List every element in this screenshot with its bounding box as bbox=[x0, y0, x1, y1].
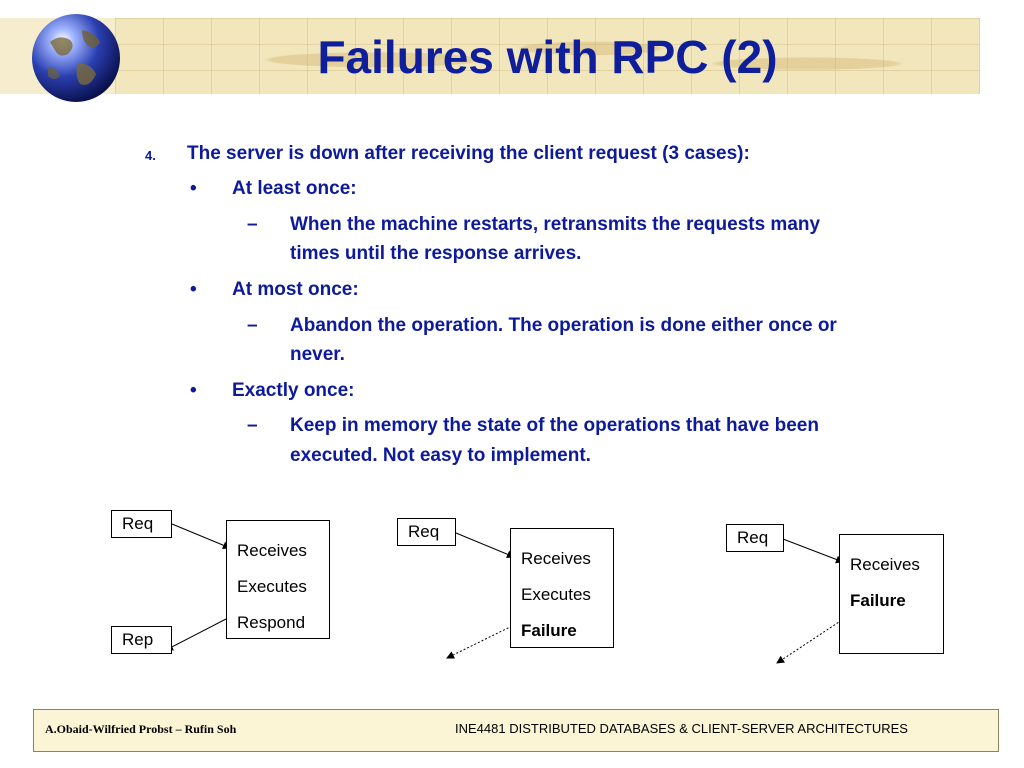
case-detail-line: Keep in memory the state of the operatio… bbox=[290, 415, 819, 436]
request-arrow bbox=[171, 523, 231, 550]
server-step: Receives bbox=[237, 541, 307, 560]
dash-marker: – bbox=[247, 415, 258, 436]
server-failure-step: Failure bbox=[521, 621, 577, 640]
dash-marker: – bbox=[247, 214, 258, 235]
server-box: Receives Executes Failure bbox=[510, 528, 614, 648]
server-box: Receives Executes Respond bbox=[226, 520, 330, 639]
request-arrow bbox=[455, 532, 515, 559]
reply-label: Rep bbox=[122, 630, 154, 649]
lost-reply-arrow bbox=[446, 625, 513, 659]
request-label: Req bbox=[408, 522, 440, 541]
footer-course: INE4481 DISTRIBUTED DATABASES & CLIENT-S… bbox=[455, 721, 908, 736]
item-number: 4. bbox=[145, 148, 156, 163]
lost-reply-arrow bbox=[776, 617, 846, 664]
request-arrow bbox=[782, 538, 844, 564]
server-step: Executes bbox=[237, 577, 307, 596]
case-detail-line: executed. Not easy to implement. bbox=[290, 445, 591, 466]
server-box: Receives Failure bbox=[839, 534, 944, 654]
dash-marker: – bbox=[247, 315, 258, 336]
server-step: Respond bbox=[237, 613, 306, 632]
request-box: Req bbox=[397, 518, 456, 546]
globe-icon bbox=[32, 14, 120, 102]
server-step: Receives bbox=[521, 549, 591, 568]
item-text: The server is down after receiving the c… bbox=[187, 143, 750, 164]
case-label-exactly-once: Exactly once: bbox=[232, 380, 355, 401]
title-banner bbox=[115, 18, 980, 94]
reply-box: Rep bbox=[111, 626, 172, 654]
slide-title: Failures with RPC (2) bbox=[317, 31, 778, 83]
bullet-marker: • bbox=[190, 178, 197, 199]
request-box: Req bbox=[726, 524, 784, 552]
bullet-marker: • bbox=[190, 380, 197, 401]
slide-footer: A.Obaid-Wilfried Probst – Rufin Soh INE4… bbox=[33, 709, 999, 752]
case-detail-line: Abandon the operation. The operation is … bbox=[290, 315, 837, 336]
case-detail-line: times until the response arrives. bbox=[290, 243, 582, 264]
case-label-at-most-once: At most once: bbox=[232, 279, 359, 300]
server-failure-step: Failure bbox=[850, 591, 906, 610]
request-label: Req bbox=[122, 514, 154, 533]
reply-arrow bbox=[165, 618, 227, 651]
server-step: Executes bbox=[521, 585, 591, 604]
bullet-marker: • bbox=[190, 279, 197, 300]
case-detail-line: never. bbox=[290, 344, 345, 365]
server-step: Receives bbox=[850, 555, 920, 574]
case-label-at-least-once: At least once: bbox=[232, 178, 357, 199]
case-detail-line: When the machine restarts, retransmits t… bbox=[290, 214, 821, 235]
request-label: Req bbox=[737, 528, 769, 547]
request-box: Req bbox=[111, 510, 172, 538]
footer-authors: A.Obaid-Wilfried Probst – Rufin Soh bbox=[45, 722, 237, 736]
